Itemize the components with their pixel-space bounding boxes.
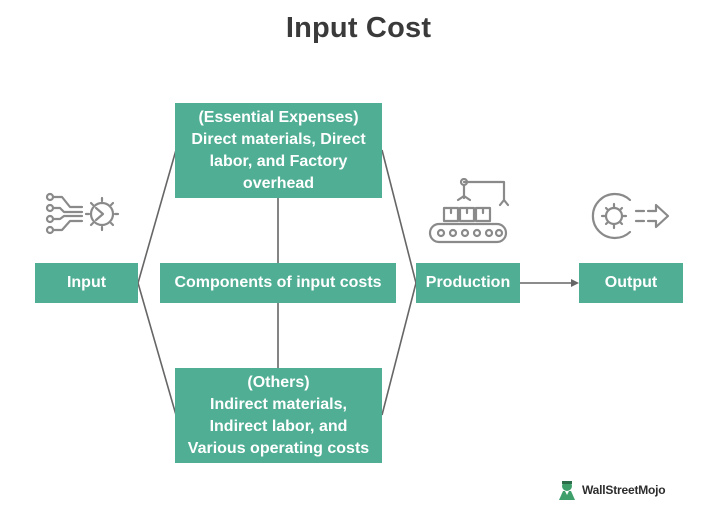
output-box: Output <box>579 263 683 303</box>
arrowhead-icon <box>571 279 579 287</box>
input-label: Input <box>66 274 107 291</box>
conveyor-factory-icon <box>428 178 510 244</box>
others-box: (Others) Indirect materials, Indirect la… <box>175 368 382 463</box>
connector-input-to-others <box>137 282 177 416</box>
essential-line-2: Direct materials, Direct <box>191 130 366 148</box>
output-label: Output <box>604 274 658 291</box>
page-title: Input Cost <box>285 12 432 44</box>
production-label: Production <box>425 274 511 291</box>
connector-essential-to-production <box>381 149 417 284</box>
mojo-mascot-icon <box>559 481 575 500</box>
gear-arrow-icon <box>591 192 670 240</box>
others-line-2: Indirect materials, <box>210 395 347 413</box>
others-line-1: (Others) <box>247 373 310 391</box>
input-box: Input <box>35 263 138 303</box>
production-box: Production <box>416 263 520 303</box>
connector-others-to-production <box>381 282 417 416</box>
others-line-4: Various operating costs <box>187 439 370 457</box>
essential-line-1: (Essential Expenses) <box>198 108 359 126</box>
logo-text: WallStreetMojo <box>582 483 666 497</box>
others-line-3: Indirect labor, and <box>209 417 348 435</box>
essential-expenses-box: (Essential Expenses) Direct materials, D… <box>175 103 382 198</box>
essential-line-4: overhead <box>242 174 315 192</box>
essential-line-3: labor, and Factory <box>209 152 348 170</box>
components-label: Components of input costs <box>174 274 382 291</box>
circuit-gear-icon <box>45 192 120 235</box>
components-box: Components of input costs <box>160 263 396 303</box>
connector-input-to-essential <box>137 149 177 284</box>
wallstreetmojo-logo: WallStreetMojo <box>556 478 666 502</box>
